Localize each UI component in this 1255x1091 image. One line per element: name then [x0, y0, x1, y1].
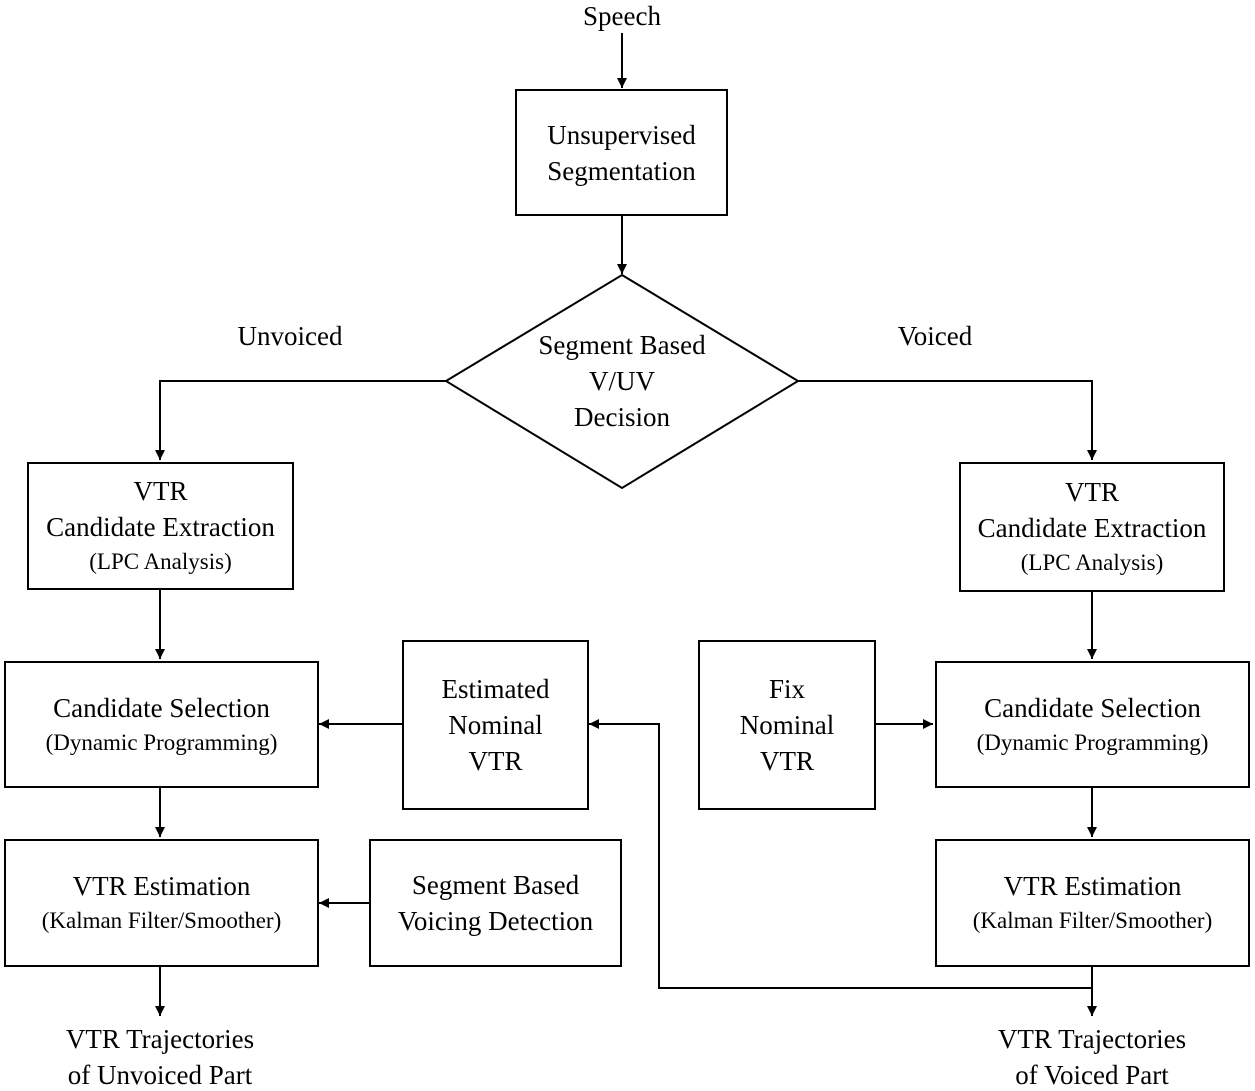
arrow-voiced-output-feedback-to-estimated-nominal — [589, 719, 1092, 989]
unvoiced-estimation-box: VTR Estimation (Kalman Filter/Smoother) — [4, 839, 319, 967]
voiced-selection-line1: Candidate Selection — [984, 692, 1201, 723]
estimated-nominal-vtr-box: Estimated Nominal VTR — [402, 640, 589, 810]
voiced-selection-box: Candidate Selection (Dynamic Programming… — [935, 661, 1250, 788]
unvoiced-output-line1: VTR Trajectories — [65, 1024, 255, 1054]
fix-nominal-line2: Nominal — [739, 710, 835, 740]
arrow-decision-to-voiced-extraction — [798, 380, 1097, 460]
segmentation-line1: Unsupervised — [547, 119, 696, 150]
voiced-output-line2: of Voiced Part — [1015, 1060, 1169, 1090]
voicing-detection-line1: Segment Based — [411, 870, 580, 900]
unvoiced-selection-line2: (Dynamic Programming) — [45, 729, 278, 755]
voiced-selection-line2: (Dynamic Programming) — [976, 729, 1209, 755]
decision-line3: Decision — [574, 402, 670, 432]
voiced-extraction-box: VTR Candidate Extraction (LPC Analysis) — [959, 462, 1225, 592]
unvoiced-output-label: VTR Trajectories of Unvoiced Part — [10, 1021, 310, 1091]
decision-line1: Segment Based — [538, 330, 706, 360]
voiced-output-label: VTR Trajectories of Voiced Part — [942, 1021, 1242, 1091]
arrow-decision-to-unvoiced-extraction — [155, 380, 446, 460]
voicing-detection-line2: Voicing Detection — [397, 906, 594, 936]
voiced-output-line1: VTR Trajectories — [997, 1024, 1187, 1054]
unvoiced-branch-label: Unvoiced — [237, 321, 343, 351]
segmentation-line2: Segmentation — [547, 155, 696, 186]
unvoiced-output-line2: of Unvoiced Part — [67, 1060, 253, 1090]
unvoiced-extraction-box: VTR Candidate Extraction (LPC Analysis) — [27, 462, 294, 590]
voiced-estimation-line1: VTR Estimation — [1003, 871, 1182, 901]
voiced-extraction-line2: Candidate Extraction — [977, 513, 1207, 543]
decision-line2: V/UV — [589, 366, 655, 396]
unvoiced-estimation-line2: (Kalman Filter/Smoother) — [41, 908, 282, 933]
segmentation-box: Unsupervised Segmentation — [515, 89, 728, 216]
fix-nominal-line3: VTR — [760, 746, 814, 776]
voiced-branch-label: Voiced — [897, 321, 973, 351]
unvoiced-extraction-line1: VTR — [133, 476, 188, 506]
unvoiced-selection-box: Candidate Selection (Dynamic Programming… — [4, 661, 319, 788]
decision-diamond — [444, 273, 800, 490]
estimated-nominal-line2: Nominal — [448, 710, 543, 740]
voiced-estimation-box: VTR Estimation (Kalman Filter/Smoother) — [935, 839, 1250, 967]
unvoiced-estimation-line1: VTR Estimation — [72, 871, 251, 901]
voicing-detection-box: Segment Based Voicing Detection — [369, 839, 622, 967]
fix-nominal-vtr-box: Fix Nominal VTR — [698, 640, 876, 810]
estimated-nominal-line1: Estimated — [441, 674, 550, 704]
unvoiced-selection-line1: Candidate Selection — [53, 692, 270, 723]
unvoiced-extraction-line3: (LPC Analysis) — [89, 549, 232, 574]
voiced-estimation-line2: (Kalman Filter/Smoother) — [972, 908, 1213, 933]
speech-input-label: Speech — [583, 1, 661, 31]
voiced-extraction-line1: VTR — [1065, 477, 1119, 507]
decision-text: Segment Based V/UV Decision — [472, 327, 772, 435]
unvoiced-extraction-line2: Candidate Extraction — [46, 512, 275, 542]
voiced-extraction-line3: (LPC Analysis) — [1020, 550, 1164, 575]
estimated-nominal-line3: VTR — [468, 746, 523, 776]
fix-nominal-line1: Fix — [768, 674, 806, 704]
